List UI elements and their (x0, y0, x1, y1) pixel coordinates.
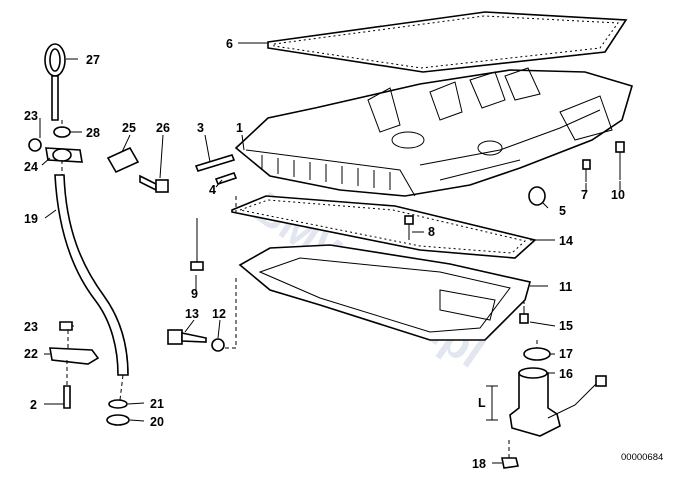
label-10: 10 (611, 188, 625, 202)
label-12: 12 (212, 307, 226, 321)
label-9: 9 (191, 287, 198, 301)
label-18: 18 (472, 457, 486, 471)
bracket-22 (49, 347, 100, 365)
label-7: 7 (581, 188, 588, 202)
label-19: 19 (24, 212, 38, 226)
guide-clip (45, 147, 83, 163)
oil-level-sensor (509, 367, 607, 437)
upper-oil-pan (234, 67, 633, 197)
bolt-8 (404, 215, 414, 240)
diagram-code: 00000684 (621, 452, 663, 463)
seal-ring (523, 347, 551, 361)
label-25: 25 (122, 121, 136, 135)
label-22: 22 (24, 347, 38, 361)
label-23-bottom: 23 (24, 320, 38, 334)
label-17: 17 (559, 347, 573, 361)
label-1: 1 (236, 121, 243, 135)
washer-20 (106, 414, 130, 426)
nut-23-top (28, 138, 42, 152)
label-8: 8 (428, 225, 435, 239)
label-4: 4 (209, 183, 216, 197)
bolt-7 (582, 159, 591, 182)
lower-gasket (231, 195, 537, 259)
guide-tube (54, 174, 129, 376)
lower-oil-pan (238, 244, 531, 341)
dipstick (44, 43, 66, 121)
label-24: 24 (24, 160, 38, 174)
label-5: 5 (559, 204, 566, 218)
part-labels: 1 2 3 4 5 6 7 8 9 10 11 12 13 14 15 16 1… (24, 37, 625, 471)
stud-3 (194, 154, 236, 172)
label-27: 27 (86, 53, 100, 67)
label-20: 20 (150, 415, 164, 429)
bolt-26 (139, 174, 169, 193)
label-L: L (478, 396, 486, 410)
label-23-top: 23 (24, 109, 38, 123)
plug (528, 186, 546, 206)
bracket (106, 146, 140, 174)
label-6: 6 (226, 37, 233, 51)
washer-21 (108, 399, 128, 409)
label-28: 28 (86, 126, 100, 140)
label-16: 16 (559, 367, 573, 381)
ring-28 (53, 126, 71, 138)
nut-23-bottom (59, 321, 73, 331)
bolt-9 (190, 218, 204, 271)
label-21: 21 (150, 397, 164, 411)
bolt-10 (615, 141, 625, 180)
label-2: 2 (30, 398, 37, 412)
label-26: 26 (156, 121, 170, 135)
top-gasket (267, 11, 628, 73)
label-14: 14 (559, 234, 573, 248)
bolt-13 (167, 329, 207, 345)
leader-lines (39, 42, 621, 464)
label-3: 3 (197, 121, 204, 135)
stud-2 (63, 385, 71, 409)
stud-4 (214, 172, 238, 185)
washer-12 (211, 338, 225, 352)
label-13: 13 (185, 307, 199, 321)
nut-18 (501, 457, 519, 469)
label-15: 15 (559, 319, 573, 333)
assembly-lines (61, 120, 538, 458)
label-11: 11 (559, 280, 572, 294)
